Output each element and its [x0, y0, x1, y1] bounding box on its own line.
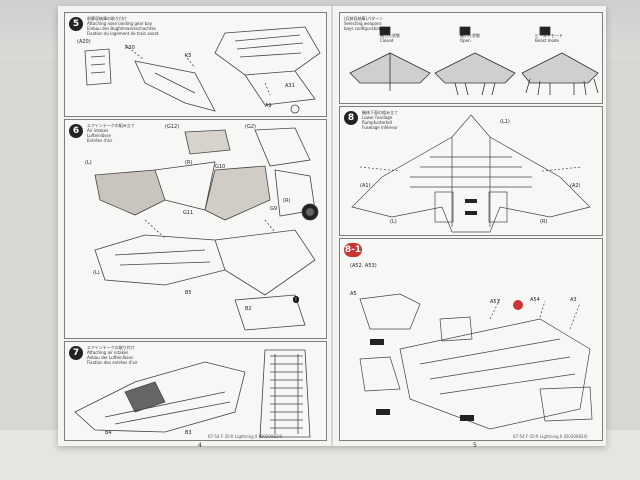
option-label-beast: ビーストモード Beast mode [535, 33, 563, 43]
step-number-badge: 8 [344, 111, 358, 125]
step-number-badge: 6 [69, 124, 83, 138]
part-label: (L) [390, 219, 397, 225]
step-6-panel: 6 エアインテークの組み立て Air intakes Lufteinlässe … [64, 119, 327, 339]
options-title: (兵装収納庫)パターン Selecting weapons bays confi… [344, 16, 383, 31]
options-diagram [349, 26, 599, 96]
right-page: (兵装収納庫)パターン Selecting weapons bays confi… [333, 6, 606, 449]
step-8-1-diagram [359, 293, 593, 430]
page-footer: 67-54 F-35® Lightning II (D0300824) [513, 434, 588, 439]
part-label: G11 [183, 210, 194, 216]
part-label: (R) [185, 160, 193, 166]
part-label: G9 [270, 206, 278, 212]
step-title: 前脚収納庫の取り付け Attaching nose landing gear b… [87, 16, 159, 36]
part-label: (L) [85, 160, 92, 166]
part-label: (A2) [570, 183, 581, 189]
part-label: A3 [570, 297, 577, 303]
part-label: A31 [285, 83, 295, 89]
step-title: エアインテークの取り付け Attaching air intakes Anbau… [87, 345, 138, 365]
step-8-panel: 8 機体下面の組み立て Lower fuselage Rumpfuntertei… [339, 106, 603, 236]
sub-step-badge: 8-1 [344, 243, 362, 257]
weapons-bay-options-panel: (兵装収納庫)パターン Selecting weapons bays confi… [339, 12, 603, 104]
step-title: エアインテークの組み立て Air intakes Lufteinlässe En… [87, 123, 135, 143]
step-6-diagram [94, 127, 319, 331]
page-number: 4 [198, 442, 202, 449]
part-label: (G2) [245, 124, 256, 130]
option-label-open: 開いた状態 Open [460, 33, 480, 43]
part-label: (A52, A53) [350, 263, 377, 269]
part-label: (L1) [500, 119, 510, 125]
part-label: (A1) [360, 183, 371, 189]
part-label: A51 [490, 299, 500, 305]
step-number-badge: 7 [69, 346, 83, 360]
part-label: B4 [105, 430, 112, 436]
step-number-badge: 5 [69, 17, 83, 31]
part-label: A30 [125, 45, 135, 51]
part-label: (G12) [165, 124, 180, 130]
part-label: A9 [265, 103, 272, 109]
left-page: 5 前脚収納庫の取り付け Attaching nose landing gear… [58, 6, 331, 449]
part-label: K5 [185, 53, 192, 59]
part-label: (R) [540, 219, 548, 225]
center-fold [331, 6, 333, 446]
step-title: 機体下面の組み立て Lower fuselage Rumpfunterteil … [362, 110, 398, 130]
step-5-diagram [84, 26, 321, 114]
page-footer: 67-54 F-35® Lightning II (D0300824) [208, 434, 283, 439]
option-label-closed: 閉じた状態 Closed [380, 33, 400, 43]
step-7-panel: 7 エアインテークの取り付け Attaching air intakes Anb… [64, 341, 327, 441]
part-label: B3 [185, 430, 192, 436]
part-label: A54 [530, 297, 540, 303]
step-5-panel: 5 前脚収納庫の取り付け Attaching nose landing gear… [64, 12, 327, 117]
caution-note: ! [293, 296, 299, 303]
page-number: 5 [473, 442, 477, 449]
part-label: (A20) [77, 39, 91, 45]
step-8-diagram [351, 114, 591, 233]
part-label: (R) [283, 198, 291, 204]
part-label: (L) [93, 270, 100, 276]
step-7-diagram [74, 349, 311, 438]
part-label: B2 [245, 306, 252, 312]
step-8-1-panel: 8-1 (A52, A53) A5 A51 A54 A3 [339, 238, 603, 441]
part-label: A5 [350, 291, 357, 297]
instruction-sheet: 5 前脚収納庫の取り付け Attaching nose landing gear… [58, 6, 606, 449]
part-label: G10 [215, 164, 226, 170]
part-label: B5 [185, 290, 192, 296]
